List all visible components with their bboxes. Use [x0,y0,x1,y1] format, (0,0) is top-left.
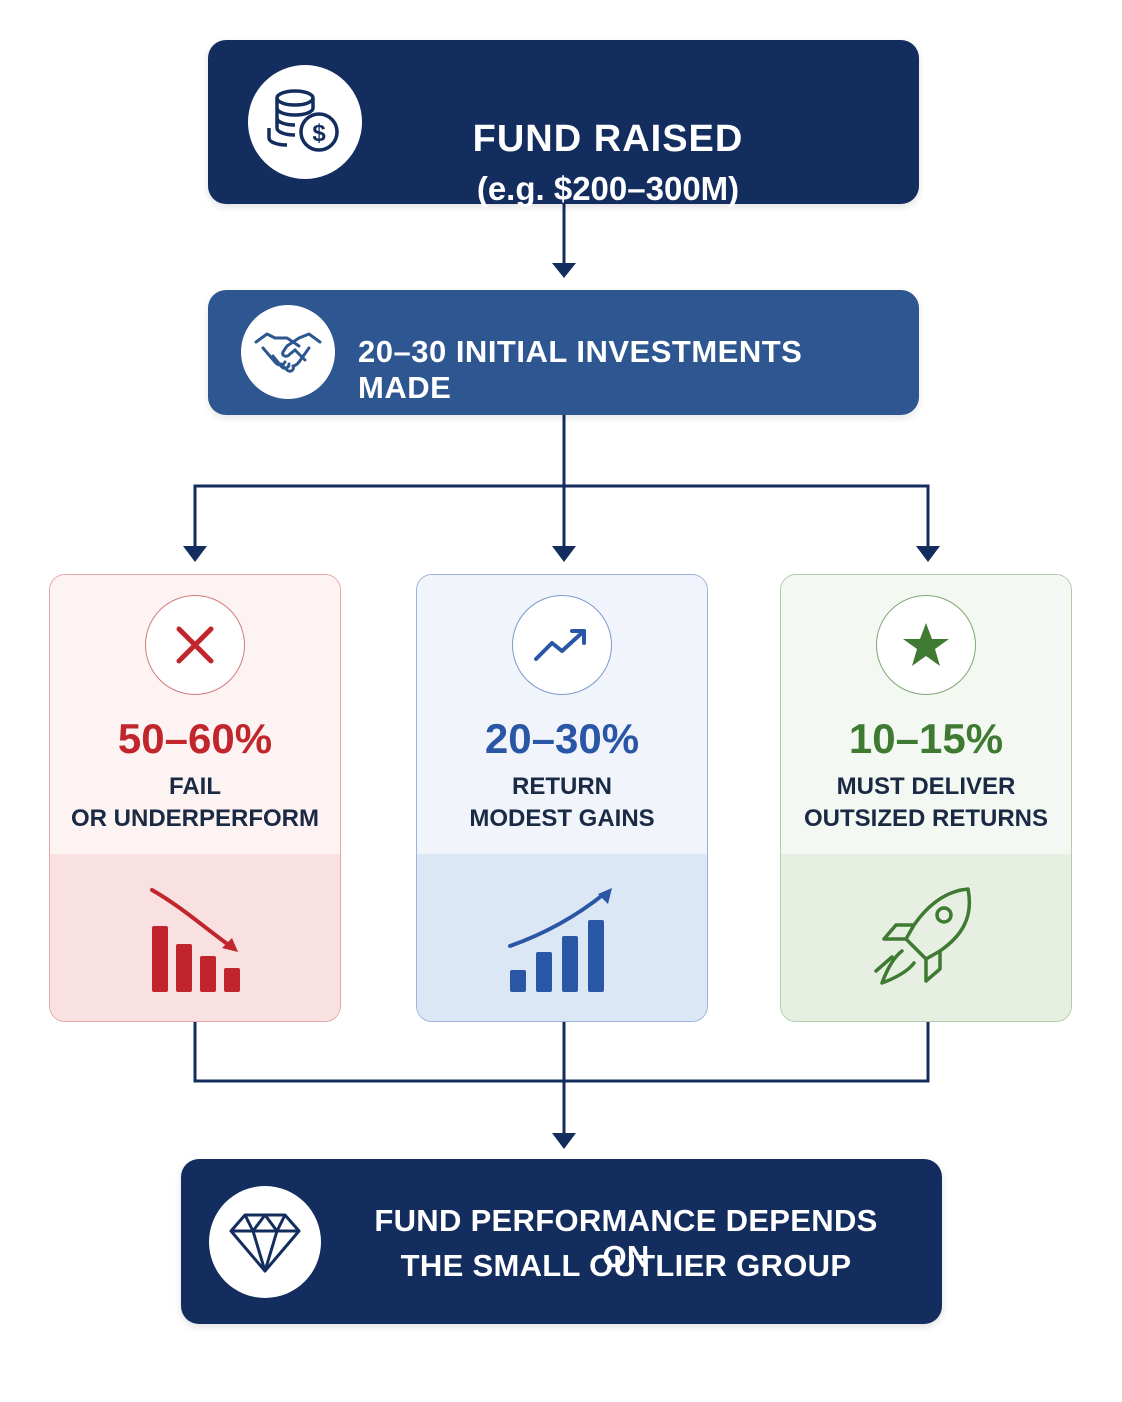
outcome-description: FAIL OR UNDERPERFORM [70,773,319,832]
initial-investments-title: 20–30 INITIAL INVESTMENTS MADE [358,334,803,405]
initial-investments-box: 20–30 INITIAL INVESTMENTS MADE [208,290,919,415]
rocket-icon [781,854,1071,1021]
outcome-card-outlier: 10–15% MUST DELIVER OUTSIZED RETURNS [780,574,1072,1022]
outcome-percent: 50–60% [117,715,273,762]
card-lower [781,854,1071,1021]
svg-text:$: $ [312,120,326,147]
outcome-card-fail: 50–60% FAIL OR UNDERPERFORM [49,574,341,1022]
fund-raised-box: $ FUND RAISED (e.g. $200–300M) [208,40,919,207]
arrow-head [183,546,207,562]
handshake-icon [241,305,335,399]
fund-raised-title: FUND RAISED [472,118,744,160]
x-mark-icon [145,595,245,695]
conclusion-line-2: THE SMALL OUTLIER GROUP [400,1248,852,1283]
declining-bar-chart-icon [50,854,340,1021]
outcome-description: RETURN MODEST GAINS [469,773,655,832]
rising-bar-chart-icon [417,854,707,1021]
outcome-percent: 10–15% [848,715,1004,762]
trend-up-icon [512,595,612,695]
outcome-card-modest: 20–30% RETURN MODEST GAINS [416,574,708,1022]
coins-dollar-icon: $ [248,65,362,179]
arrow-head [916,546,940,562]
arrow-head [552,1133,576,1149]
arrow-head [552,546,576,562]
star-icon [876,595,976,695]
card-lower [50,854,340,1021]
arrow-head [552,263,576,278]
conclusion-box: FUND PERFORMANCE DEPENDS ON THE SMALL OU… [181,1159,942,1324]
outcome-description: MUST DELIVER OUTSIZED RETURNS [803,773,1048,832]
diamond-icon [209,1186,321,1298]
fund-raised-subtitle: (e.g. $200–300M) [476,170,740,207]
outcome-percent: 20–30% [484,715,640,762]
conclusion-line-1: FUND PERFORMANCE DEPENDS ON [374,1203,878,1274]
